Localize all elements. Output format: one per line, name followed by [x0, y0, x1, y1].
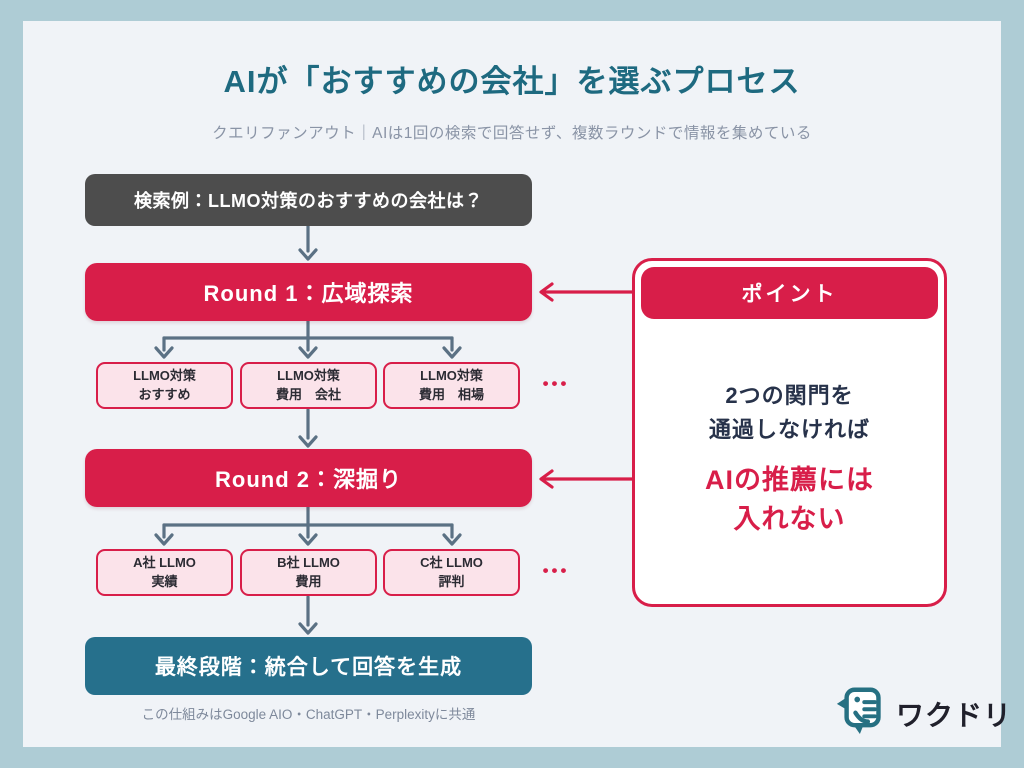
query-example-box: 検索例：LLMO対策のおすすめの会社は？: [85, 174, 532, 226]
chip-line: おすすめ: [138, 386, 191, 402]
query-chip-round2-1: A社 LLMO 実績: [96, 549, 233, 596]
chip-line: LLMO対策: [277, 367, 340, 383]
footnote: この仕組みはGoogle AIO・ChatGPT・Perplexityに共通: [141, 707, 476, 722]
query-chip-round1-1: LLMO対策おすすめ: [96, 362, 233, 409]
point-card: ポイント 2つの関門を 通過しなければ AIの推薦には 入れない: [632, 258, 947, 607]
final-stage-box: 最終段階：統合して回答を生成: [85, 637, 532, 695]
query-chip-round2-2: B社 LLMO 費用: [240, 549, 377, 596]
chip-line: 評判: [438, 573, 465, 589]
query-chip-round1-2: LLMO対策費用 会社: [240, 362, 377, 409]
chip-line: A社 LLMO: [133, 554, 196, 570]
point-emphasis-line: 入れない: [733, 504, 846, 535]
query-chip-round1-3: LLMO対策費用 相場: [383, 362, 520, 409]
ellipsis-round2: •••: [542, 561, 570, 580]
chip-line: 費用 会社: [275, 386, 341, 402]
point-card-header: ポイント: [641, 267, 938, 319]
page-subtitle: クエリファンアウト｜AIは1回の検索で回答せず、複数ラウンドで情報を集めている: [212, 125, 812, 142]
wakudori-bird-icon: [836, 686, 882, 741]
round-1-box: Round 1：広域探索: [85, 263, 532, 321]
brand-logo: ワクドリ: [836, 686, 1012, 741]
point-card-body: 2つの関門を 通過しなければ AIの推薦には 入れない: [635, 379, 944, 539]
page-title: AIが「おすすめの会社」を選ぶプロセス: [223, 64, 801, 99]
point-body-line: 通過しなければ: [708, 417, 870, 443]
query-chip-round2-3: C社 LLMO 評判: [383, 549, 520, 596]
ellipsis-round1: •••: [542, 374, 570, 393]
chip-line: 費用 相場: [418, 386, 484, 402]
chip-line: 費用: [295, 573, 322, 589]
chip-line: LLMO対策: [420, 367, 483, 383]
chip-line: 実績: [151, 573, 178, 589]
chip-line: B社 LLMO: [277, 554, 340, 570]
round-2-box: Round 2：深掘り: [85, 449, 532, 507]
chip-line: LLMO対策: [133, 367, 196, 383]
point-emphasis-line: AIの推薦には: [705, 465, 874, 496]
point-body-line: 2つの関門を: [725, 383, 854, 408]
brand-logo-text: ワクドリ: [896, 699, 1013, 731]
chip-line: C社 LLMO: [420, 554, 483, 570]
